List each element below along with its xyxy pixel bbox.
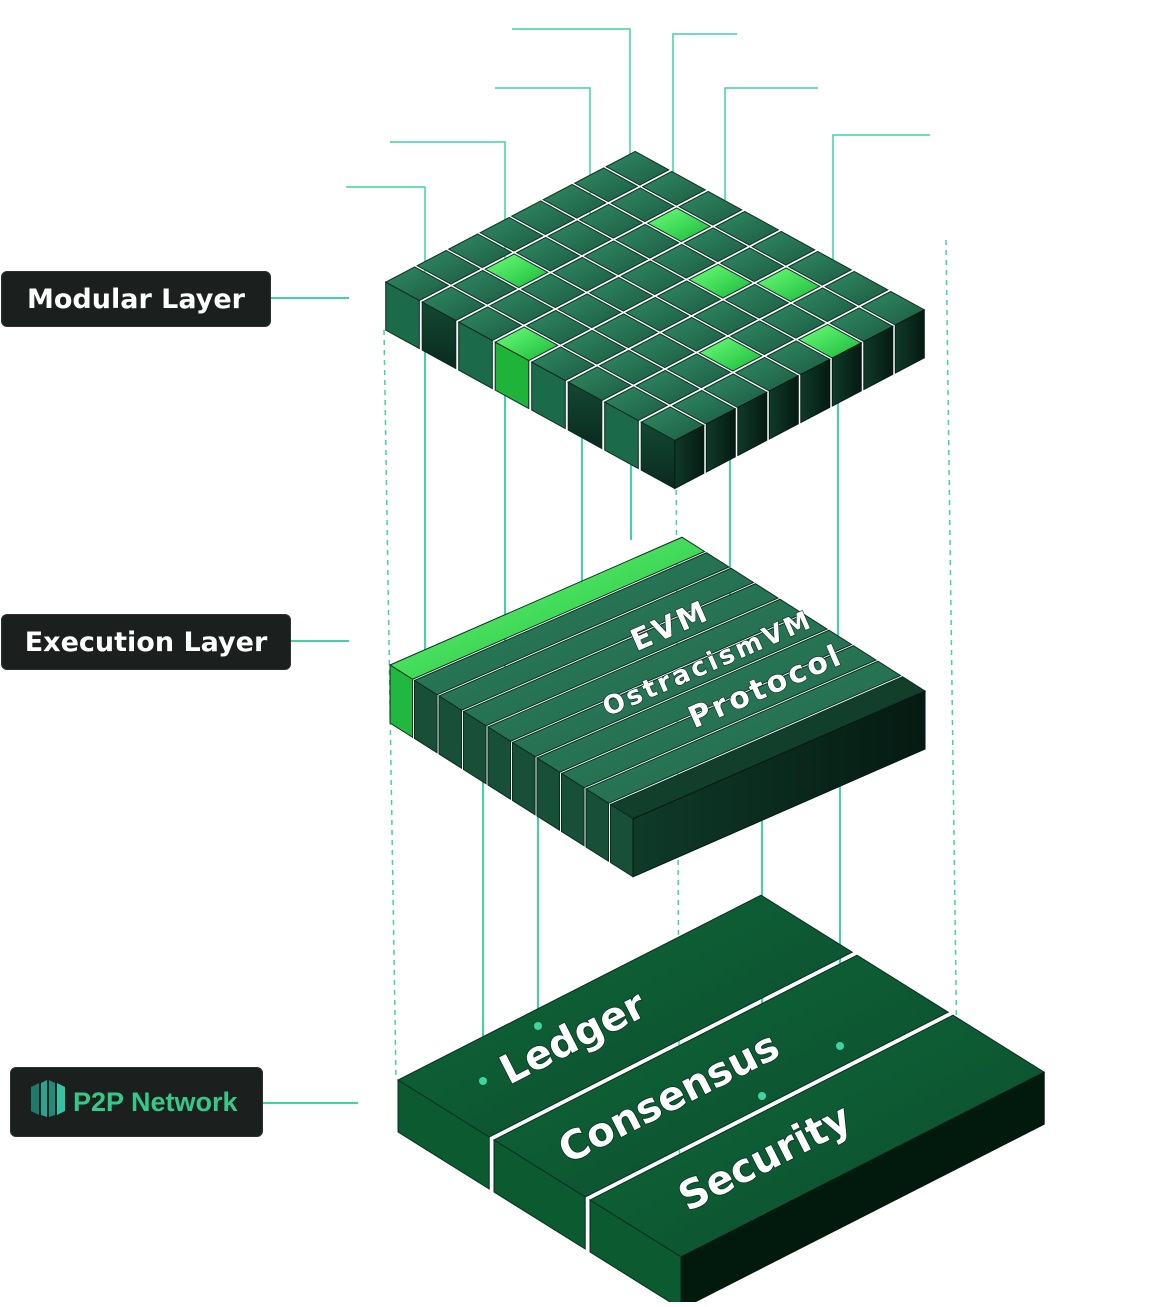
execution-bar-front	[389, 664, 414, 739]
network-slab-side	[680, 1071, 1045, 1307]
grid-cube-top	[635, 369, 700, 405]
grid-cube-top	[661, 316, 727, 352]
grid-cube-top	[761, 303, 826, 339]
grid-cube-top	[688, 263, 753, 299]
execution-bar-front	[414, 679, 438, 754]
modular-layer-label: Modular Layer	[1, 271, 271, 327]
network-slab-front	[493, 1139, 586, 1250]
p2p-network-text: P2P Network	[73, 1086, 238, 1117]
execution-layer-label: Execution Layer	[1, 614, 291, 670]
execution-bar-front	[585, 788, 610, 863]
grid-cube-top	[520, 273, 586, 309]
grid-cube-top	[714, 210, 780, 246]
grid-cube-top	[719, 247, 785, 283]
p2p-leader	[263, 1102, 358, 1104]
execution-bar-front	[536, 757, 561, 832]
grid-cube-side	[863, 325, 894, 391]
grid-cube-top	[693, 300, 758, 336]
grid-cube-top	[646, 207, 712, 243]
grid-cube-side	[674, 424, 705, 490]
execution-bar-front	[487, 726, 512, 801]
modular-layer-text: Modular Layer	[27, 283, 245, 315]
grid-cube-side	[800, 358, 831, 424]
grid-cube-top	[583, 240, 649, 276]
grid-cube-top	[593, 313, 659, 349]
grid-cube-side	[604, 401, 639, 470]
execution-layer-text: Execution Layer	[24, 626, 268, 658]
grid-cube-side	[421, 301, 457, 370]
grid-cube-side	[458, 321, 493, 390]
grid-cube-top	[515, 236, 581, 272]
grid-cube-side	[494, 341, 530, 410]
modular-leader	[271, 297, 349, 299]
execution-bar-front	[438, 695, 463, 770]
execution-bar-front	[512, 741, 536, 816]
grid-cube-top	[605, 150, 670, 186]
grid-cube-top	[656, 280, 722, 316]
p2p-network-logo-icon	[29, 1079, 67, 1126]
grid-cube-top	[678, 190, 743, 226]
grid-cube-side	[831, 342, 862, 407]
grid-cube-top	[724, 283, 790, 319]
modular-layer-grid	[384, 150, 926, 490]
execution-bar-front	[561, 772, 585, 847]
grid-cube-side	[894, 309, 925, 374]
grid-cube-top	[620, 260, 685, 296]
grid-cube-top	[610, 187, 675, 223]
network-slab-front	[397, 1079, 490, 1190]
grid-cube-top	[588, 276, 654, 312]
grid-cube-top	[452, 269, 518, 305]
grid-cube-top	[525, 309, 591, 345]
grid-cube-side	[531, 361, 566, 430]
grid-cube-top	[510, 200, 576, 236]
grid-cube-side	[737, 391, 768, 457]
execution-bar-side	[632, 690, 926, 878]
grid-cube-top	[792, 287, 858, 323]
grid-cube-top	[683, 227, 748, 263]
grid-cube-top	[824, 270, 889, 306]
grid-cube-top	[651, 243, 717, 279]
grid-cube-top	[787, 250, 853, 286]
grid-cube-top	[416, 249, 481, 285]
p2p-network-label: P2P Network	[10, 1067, 263, 1137]
grid-cube-top	[542, 183, 607, 219]
grid-cube-top	[729, 320, 795, 356]
grid-cube-side	[768, 375, 799, 440]
grid-cube-top	[562, 329, 627, 365]
grid-cube-top	[751, 230, 816, 266]
network-slab-front	[589, 1199, 682, 1307]
grid-cube-side	[385, 281, 420, 350]
connector-dots	[479, 1022, 844, 1100]
grid-cube-top	[547, 220, 612, 256]
grid-cube-top	[698, 336, 763, 372]
grid-cube-side	[567, 381, 603, 450]
grid-cube-top	[615, 223, 680, 259]
grid-cube-top	[666, 353, 732, 389]
execution-bar-front	[463, 710, 487, 785]
grid-cube-top	[641, 170, 707, 206]
grid-cube-top	[484, 253, 549, 289]
grid-cube-top	[625, 296, 690, 332]
grid-cube-top	[489, 289, 554, 325]
grid-cube-top	[578, 203, 644, 239]
grid-cube-top	[573, 167, 639, 203]
grid-cube-top	[557, 293, 622, 329]
grid-cube-top	[479, 216, 544, 252]
grid-cube-top	[447, 233, 513, 269]
grid-cube-top	[598, 349, 664, 385]
grid-cube-top	[630, 333, 695, 369]
grid-cube-top	[756, 267, 821, 303]
grid-cube-top	[552, 256, 617, 292]
grid-cube-side	[705, 408, 736, 473]
execution-leader	[291, 640, 349, 642]
